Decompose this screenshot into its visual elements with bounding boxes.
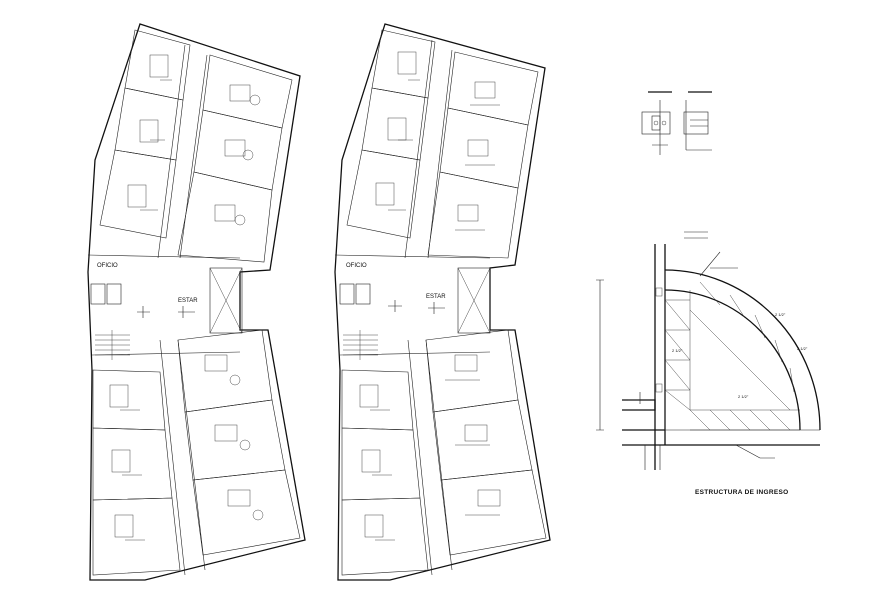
elevator-right-b: [355, 283, 371, 305]
furniture-left: [109, 54, 264, 541]
floor-plan-right: OFICIO ESTAR: [334, 23, 551, 581]
entrance-structure-detail: 2 1/2" 2 1/2" 2 1/2" 2 1/2" ESTRUCTURA D…: [596, 231, 821, 496]
stair-right: [343, 330, 378, 360]
floor-plan-left: OFICIO ESTAR: [87, 23, 306, 581]
lounge-label-left: ESTAR: [178, 298, 198, 304]
rooms-right-lower-east: [425, 329, 547, 556]
stair-box-right: [457, 267, 491, 334]
corridor-upper-left: [157, 44, 208, 259]
elevator-right-a: [339, 283, 355, 305]
building-outline-right: [334, 23, 551, 581]
office-label-right: OFICIO: [346, 263, 367, 269]
arc-inner: [664, 289, 801, 431]
rooms-left-lower-west: [92, 369, 181, 576]
rooms-left-upper-west: [99, 29, 191, 239]
truss-web: [664, 281, 800, 431]
detail-title: ESTRUCTURA DE INGRESO: [695, 489, 788, 496]
connection-detail: [641, 91, 712, 155]
furniture-right: [359, 51, 501, 541]
svg-text:2 1/2": 2 1/2": [775, 312, 786, 317]
arc-outer: [664, 269, 821, 431]
rooms-right-upper-west: [346, 29, 436, 239]
rooms-right-upper-east: [427, 51, 539, 259]
rooms-right-lower-west: [341, 369, 429, 576]
building-outline-left: [87, 23, 306, 581]
stair-left: [95, 330, 130, 360]
elevator-left-a: [90, 283, 106, 305]
rooms-left-upper-east: [177, 54, 293, 263]
corridor-lower-left: [159, 339, 206, 576]
lounge-label-right: ESTAR: [426, 294, 446, 300]
svg-text:2 1/2": 2 1/2": [738, 394, 749, 399]
rooms-left-lower-east: [177, 329, 301, 556]
svg-text:2 1/2": 2 1/2": [672, 348, 683, 353]
svg-text:2 1/2": 2 1/2": [797, 346, 808, 351]
stair-box-left: [209, 267, 243, 334]
elevator-left-b: [106, 283, 122, 305]
office-label-left: OFICIO: [97, 263, 118, 269]
